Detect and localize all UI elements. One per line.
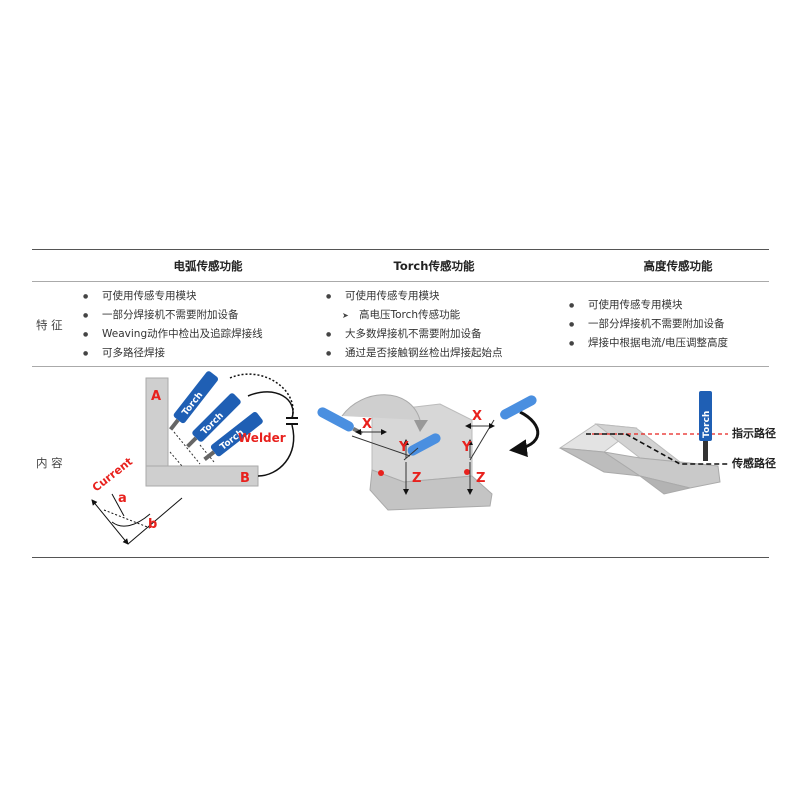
list-item: 可使用传感专用模块 [566, 296, 728, 315]
label-b-small: b [148, 517, 157, 532]
sensed-path-label: 传感路径 [731, 456, 776, 470]
list-sub-item: 高电压Torch传感功能 [323, 306, 503, 325]
list-item: 大多数焊接机不需要附加设备 [323, 325, 503, 344]
list-item: 通过是否接触钢丝检出焊接起始点 [323, 344, 503, 363]
table-bottom-rule [32, 557, 769, 558]
col-head-height-sensing: 高度传感功能 [643, 259, 713, 273]
axis-z-left: Z [412, 471, 421, 486]
current-label: Current [90, 455, 135, 494]
list-item: Weaving动作中检出及追踪焊接线 [80, 325, 263, 344]
feature-list-height: 可使用传感专用模块 一部分焊接机不需要附加设备 焊接中根据电流/电压调整高度 [566, 296, 728, 353]
axis-x-left: X [362, 417, 372, 432]
label-b: B [240, 471, 250, 486]
feature-list-arc: 可使用传感专用模块 一部分焊接机不需要附加设备 Weaving动作中检出及追踪焊… [80, 287, 263, 363]
torch-label: Torch [702, 411, 712, 438]
taught-path-label: 指示路径 [732, 426, 776, 440]
col-head-arc-sensing: 电弧传感功能 [173, 259, 243, 273]
axis-y-right: Y [461, 440, 472, 455]
axis-y-left: Y [398, 440, 409, 455]
col-head-torch-sensing: Torch传感功能 [393, 259, 475, 273]
list-item: 可使用传感专用模块 [323, 287, 503, 306]
welder-label: Welder [238, 431, 286, 445]
height-sensing-diagram: Torch 指示路径 传感路径 [558, 391, 776, 495]
table-top-rule [32, 249, 769, 250]
list-item: 焊接中根据电流/电压调整高度 [566, 334, 728, 353]
list-item: 可使用传感专用模块 [80, 287, 263, 306]
row-label-features: 特 征 [36, 318, 63, 332]
height-torch [699, 391, 712, 441]
list-item: 一部分焊接机不需要附加设备 [80, 306, 263, 325]
axis-x-right: X [472, 409, 482, 424]
torch-sensing-diagram: X Y Z X Y Z [317, 394, 540, 511]
list-item: 一部分焊接机不需要附加设备 [566, 315, 728, 334]
axis-z-right: Z [476, 471, 485, 486]
list-item: 可多路径焊接 [80, 344, 263, 363]
label-a-small: a [118, 491, 127, 506]
feature-list-torch: 可使用传感专用模块 高电压Torch传感功能 大多数焊接机不需要附加设备 通过是… [323, 287, 503, 363]
row-label-content: 内 容 [36, 456, 63, 470]
arc-sensing-diagram: A B Torch Torch Torch Welder [90, 371, 298, 545]
label-a: A [151, 389, 161, 404]
row-rule [32, 366, 769, 367]
header-rule [32, 281, 769, 282]
